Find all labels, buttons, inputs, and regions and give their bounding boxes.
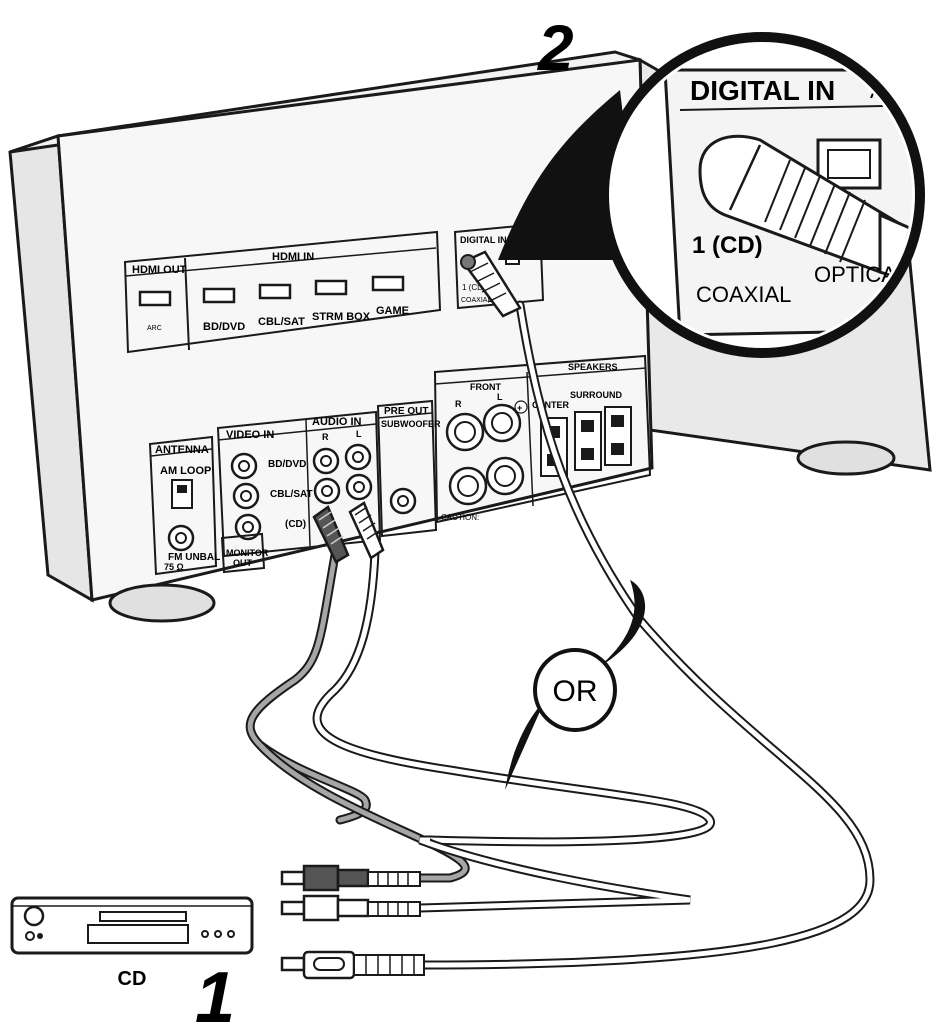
monitor-label: MONITOR <box>226 548 269 558</box>
rca-plugs-inserted <box>312 501 385 564</box>
cd-player: CD <box>10 896 254 990</box>
audio-in-label: AUDIO IN <box>312 416 362 428</box>
zoom-cd-label: 1 (CD) <box>692 232 763 259</box>
step-1-number: 1 <box>195 958 235 1026</box>
cd-label: CD <box>118 968 147 990</box>
front-l-label: L <box>497 392 503 402</box>
front-r-label: R <box>455 399 462 409</box>
digital-in-small-label: DIGITAL IN <box>460 235 507 245</box>
cd-small-label: 1 (CD) <box>462 283 486 292</box>
bd-dvd-label: BD/DVD <box>268 459 306 470</box>
zoom-digital-in-label: DIGITAL IN <box>690 75 835 106</box>
center-label: CENTER <box>532 400 570 410</box>
coaxial-plug-inserted <box>460 250 522 318</box>
hdmi-in-port-game[interactable] <box>371 275 405 292</box>
plus-sign: + <box>517 403 522 413</box>
antenna-section: ANTENNA AM LOOP FM UNBAL 75 Ω <box>148 435 220 576</box>
front-binding-posts[interactable] <box>445 403 525 506</box>
hdmi-in-port-strm-box[interactable] <box>314 279 348 296</box>
hdmi-out-label: HDMI OUT <box>132 264 187 276</box>
hdmi-section: HDMI OUT HDMI IN ARC BD/DVD CBL/SAT STRM… <box>123 230 442 354</box>
step-2-number: 2 <box>537 12 574 84</box>
video-jacks[interactable] <box>230 452 262 541</box>
hdmi-in-label: HDMI IN <box>272 251 314 263</box>
hdmi-port-label-2: STRM BOX <box>312 311 371 323</box>
cbl-sat-label: CBL/SAT <box>270 489 313 500</box>
hdmi-port-label-3: GAME <box>376 305 409 317</box>
receiver-foot-right <box>796 440 896 476</box>
surround-label: SURROUND <box>570 390 623 400</box>
hdmi-out-port[interactable] <box>138 290 172 307</box>
antenna-label: ANTENNA <box>155 444 209 456</box>
fm-unbal-label: FM UNBAL <box>168 552 220 563</box>
hdmi-port-label-0: BD/DVD <box>203 321 245 333</box>
cd-power-button[interactable] <box>23 905 45 927</box>
audio-r-label: R <box>322 432 329 442</box>
receiver-foot-left <box>108 583 216 623</box>
speakers-label: SPEAKERS <box>568 362 618 372</box>
am-loop-label: AM LOOP <box>160 465 211 477</box>
or-callout: OR <box>505 580 646 790</box>
zoom-callout: DIGITAL IN ASS 1 (CD) COAXIAL OPTICAL <box>498 32 925 358</box>
pre-out-section: PRE OUT SUBWOOFER <box>376 399 441 538</box>
ohm-label: 75 Ω <box>164 562 184 572</box>
pre-out-label: PRE OUT <box>384 406 428 417</box>
cd-display <box>87 924 189 944</box>
caution-label: CAUTION: <box>441 513 479 522</box>
coaxial-small-label: COAXIAL <box>461 297 491 304</box>
cables <box>245 300 875 970</box>
cd-tray[interactable] <box>99 911 187 922</box>
audio-l-label: L <box>356 429 362 439</box>
am-loop-terminal[interactable] <box>171 479 193 509</box>
or-label: OR <box>553 675 598 708</box>
hdmi-in-port-cbl-sat[interactable] <box>258 283 292 300</box>
front-label: FRONT <box>470 382 501 392</box>
arc-label: ARC <box>147 325 162 332</box>
subwoofer-label: SUBWOOFER <box>381 419 441 429</box>
rca-plugs-cd-side <box>280 864 425 980</box>
speakers-section: SPEAKERS FRONT R L + CENTER SURROUND CAU… <box>433 354 652 524</box>
video-in-label: VIDEO IN <box>226 429 274 441</box>
video-audio-in-section: VIDEO IN AUDIO IN R L BD/DVD CBL/SAT (CD… <box>216 410 382 574</box>
cd-paren-label: (CD) <box>285 519 306 530</box>
out-label: OUT <box>233 558 253 568</box>
audio-jacks[interactable] <box>312 443 373 505</box>
hdmi-in-port-bd-dvd[interactable] <box>202 287 236 304</box>
zoom-coaxial-label: COAXIAL <box>696 282 791 307</box>
hdmi-port-label-1: CBL/SAT <box>258 316 305 328</box>
